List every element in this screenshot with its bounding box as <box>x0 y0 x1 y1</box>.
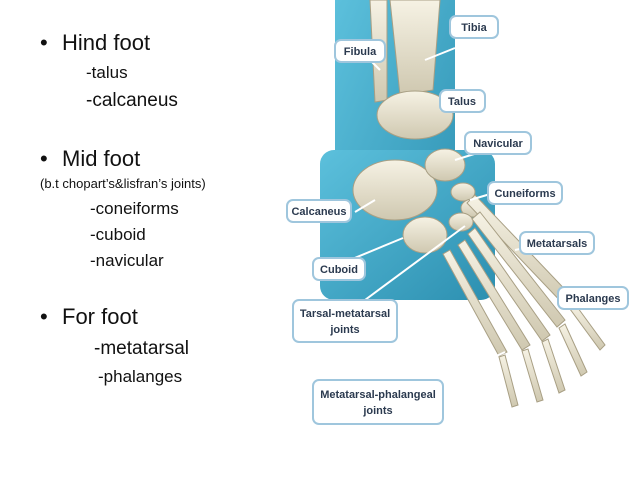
svg-text:Tibia: Tibia <box>461 22 487 34</box>
navicular-bone <box>424 148 466 182</box>
talus-bone <box>376 90 454 140</box>
phalanx-bones <box>498 303 606 408</box>
callout-fibula: Fibula <box>334 39 386 63</box>
item-cuboid: -cuboid <box>90 225 146 244</box>
callout-tarsal-metatarsal-joints: Tarsal-metatarsal joints <box>292 299 398 343</box>
svg-text:Navicular: Navicular <box>473 138 523 150</box>
callout-phalanges: Phalanges <box>557 286 629 310</box>
item-phalanges: -phalanges <box>98 367 183 386</box>
heading-hind-foot: •Hind foot <box>40 30 151 55</box>
bullet-icon: • <box>40 304 48 329</box>
item-talus: -talus <box>86 63 128 82</box>
svg-text:Talus: Talus <box>448 96 476 108</box>
svg-text:joints: joints <box>362 405 392 417</box>
cuboid-bone <box>402 216 448 254</box>
item-coneiforms: -coneiforms <box>90 199 179 218</box>
callout-talus: Talus <box>439 89 486 113</box>
heading-mid-foot: •Mid foot <box>40 146 141 171</box>
bullet-icon: • <box>40 146 48 171</box>
callout-cuneiforms: Cuneiforms <box>487 181 563 205</box>
svg-text:Fibula: Fibula <box>344 46 377 58</box>
callout-metatarsal-phalangeal-joints: Metatarsal-phalangeal joints <box>312 379 444 425</box>
callout-navicular: Navicular <box>464 131 532 155</box>
svg-text:Cuboid: Cuboid <box>320 264 358 276</box>
svg-text:Tarsal-metatarsal: Tarsal-metatarsal <box>300 308 390 320</box>
svg-text:Phalanges: Phalanges <box>565 293 620 305</box>
callout-calcaneus: Calcaneus <box>286 199 352 223</box>
callout-metatarsals: Metatarsals <box>519 231 595 255</box>
calcaneus-bone <box>352 159 438 221</box>
svg-text:joints: joints <box>329 324 359 336</box>
bullet-icon: • <box>40 30 48 55</box>
item-navicular: -navicular <box>90 251 164 270</box>
mid-foot-note: (b.t chopart’s&lisfran’s joints) <box>40 176 206 191</box>
item-metatarsal: -metatarsal <box>94 338 190 359</box>
tibia-bone <box>389 0 441 96</box>
foot-bones-figure: Tibia Fibula Talus Navicular Cuneiforms … <box>275 0 638 455</box>
svg-text:Metatarsal-phalangeal: Metatarsal-phalangeal <box>320 389 436 401</box>
callout-tibia: Tibia <box>449 15 499 39</box>
text-panel: •Hind foot -talus -calcaneus •Mid foot (… <box>0 0 290 479</box>
heading-for-foot: •For foot <box>40 304 138 329</box>
svg-text:Metatarsals: Metatarsals <box>527 238 588 250</box>
item-calcaneus: -calcaneus <box>86 90 178 111</box>
callout-cuboid: Cuboid <box>312 257 366 281</box>
foot-illustration: Tibia Fibula Talus Navicular Cuneiforms … <box>286 0 629 425</box>
svg-text:Cuneiforms: Cuneiforms <box>494 188 555 200</box>
svg-text:Calcaneus: Calcaneus <box>291 206 346 218</box>
